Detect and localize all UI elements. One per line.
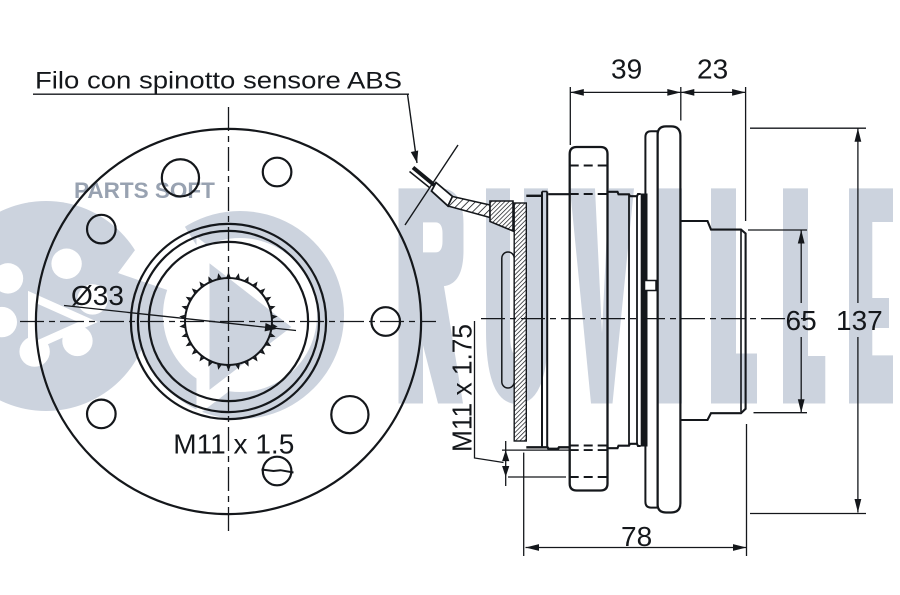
svg-text:Ø33: Ø33: [71, 280, 124, 311]
svg-text:65: 65: [786, 305, 817, 336]
svg-text:23: 23: [697, 53, 728, 84]
svg-text:M11 x 1.75: M11 x 1.75: [447, 324, 478, 452]
svg-text:39: 39: [611, 53, 642, 84]
svg-text:137: 137: [836, 305, 883, 336]
svg-text:M11 x 1.5: M11 x 1.5: [173, 429, 294, 460]
svg-text:78: 78: [621, 521, 652, 552]
svg-text:Filo con spinotto sensore ABS: Filo con spinotto sensore ABS: [35, 69, 402, 95]
svg-text:PARTS SOFT: PARTS SOFT: [74, 178, 215, 203]
